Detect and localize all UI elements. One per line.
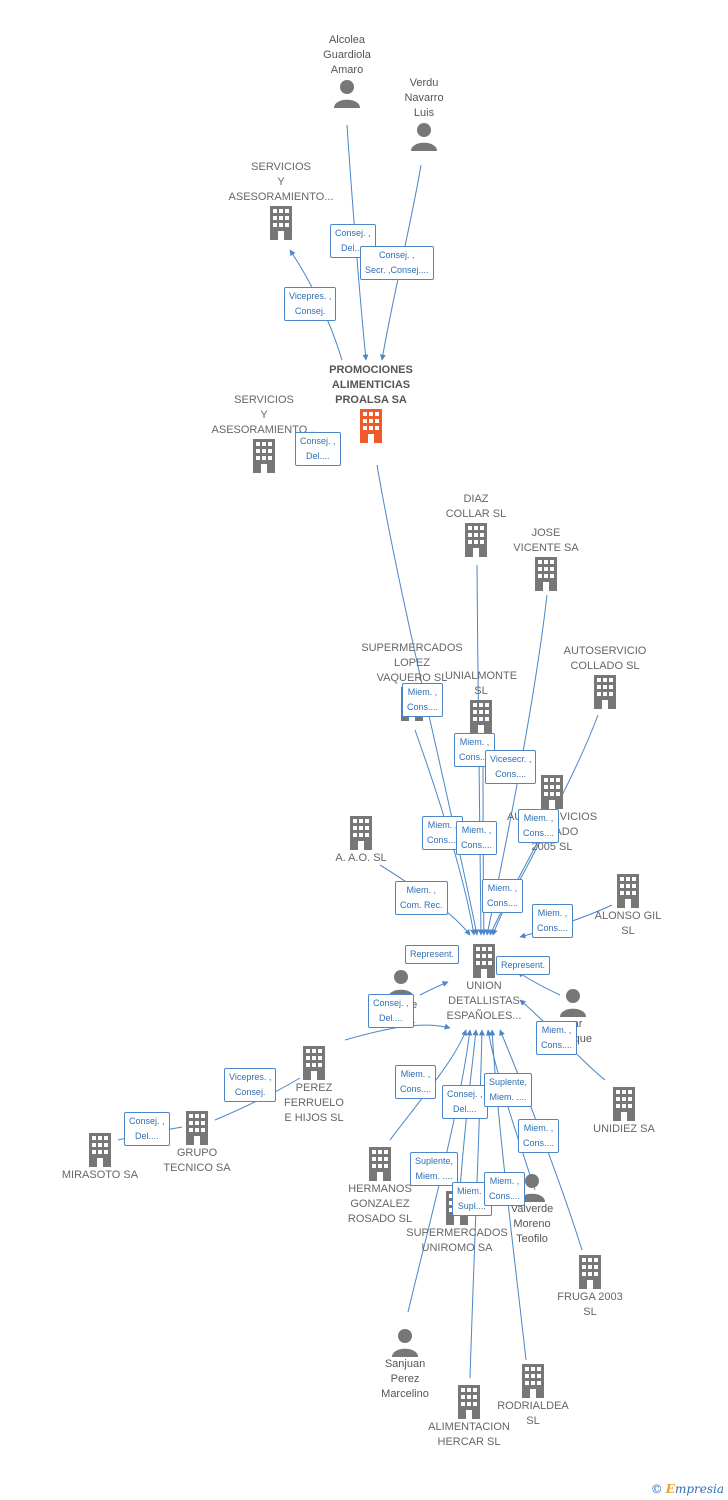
node-hermanos-gonzalez-rosado[interactable]: HERMANOS GONZALEZ ROSADO SL xyxy=(320,1146,440,1227)
relation-label[interactable]: Represent. xyxy=(496,956,551,975)
building-icon xyxy=(473,944,495,978)
person-icon xyxy=(519,1174,545,1202)
node-alcolea-guardiola-amaro[interactable]: Alcolea Guardiola Amaro xyxy=(287,33,407,108)
relation-label[interactable]: Miem. , Cons.... xyxy=(456,821,498,855)
empresia-watermark: ©Empresia xyxy=(651,1482,724,1496)
person-icon xyxy=(560,989,586,1017)
relation-label[interactable]: Miem. , Cons.... xyxy=(395,1065,437,1099)
building-icon xyxy=(535,557,557,591)
node-servicios-asesoramiento-2[interactable]: SERVICIOS Y ASESORAMIENTO... xyxy=(204,393,324,474)
building-icon xyxy=(89,1133,111,1167)
edge-diaz-union xyxy=(476,564,484,936)
edge-josemaria-union xyxy=(419,981,449,996)
building-icon xyxy=(541,775,563,809)
building-icon xyxy=(465,523,487,557)
node-rodrialdea[interactable]: RODRIALDEA SL xyxy=(473,1363,593,1429)
relation-label[interactable]: Consej. , Del.... xyxy=(330,224,376,258)
building-icon xyxy=(253,439,275,473)
relation-label[interactable]: Vicepres. , Consej. xyxy=(224,1068,277,1102)
relation-label[interactable]: Miem. , Cons.... xyxy=(518,1119,560,1153)
node-unidiez[interactable]: UNIDIEZ SA xyxy=(564,1086,684,1137)
node-mirasoto[interactable]: MIRASOTO SA xyxy=(40,1132,160,1183)
building-icon xyxy=(522,1364,544,1398)
relation-label[interactable]: Miem. , Cons.... xyxy=(484,1172,526,1206)
node-fruga-2003[interactable]: FRUGA 2003 SL xyxy=(530,1254,650,1320)
building-icon xyxy=(470,700,492,734)
relation-label[interactable]: Miem. , Cons.... xyxy=(532,904,574,938)
relation-label[interactable]: Consej. , Secr. ,Consej.... xyxy=(360,246,434,280)
building-icon xyxy=(186,1111,208,1145)
node-a-ao[interactable]: A. A.O. SL xyxy=(301,815,421,866)
relation-label[interactable]: Vicesecr. , Cons.... xyxy=(485,750,537,784)
relation-label[interactable]: Consej. , Del.... xyxy=(442,1085,488,1119)
building-icon xyxy=(579,1255,601,1289)
relation-label[interactable]: Represent. xyxy=(405,945,460,964)
brand-name: mpresia xyxy=(674,1482,724,1496)
node-promociones-alimenticias-proalsa[interactable]: PROMOCIONES ALIMENTICIAS PROALSA SA xyxy=(311,363,431,444)
node-perez-ferruelo[interactable]: PEREZ FERRUELO E HIJOS SL xyxy=(254,1045,374,1126)
building-icon xyxy=(594,675,616,709)
node-verdu-navarro-luis[interactable]: Verdu Navarro Luis xyxy=(364,76,484,151)
building-icon xyxy=(303,1046,325,1080)
person-icon xyxy=(334,80,360,108)
building-icon xyxy=(613,1087,635,1121)
relation-label[interactable]: Suplente, Miem. .... xyxy=(410,1152,459,1186)
node-servicios-asesoramiento-1[interactable]: SERVICIOS Y ASESORAMIENTO... xyxy=(221,160,341,241)
node-diaz-collar[interactable]: DIAZ COLLAR SL xyxy=(416,492,536,558)
relation-label[interactable]: Vicepres. , Consej. xyxy=(284,287,337,321)
copyright-symbol: © xyxy=(650,1482,663,1496)
node-jose-vicente[interactable]: JOSE VICENTE SA xyxy=(486,526,606,592)
node-valverde-moreno-teofilo[interactable]: Valverde Moreno Teofilo xyxy=(472,1172,592,1247)
building-icon xyxy=(617,874,639,908)
relation-label[interactable]: Miem. , Cons.... xyxy=(518,809,560,843)
node-autoservicio-collado[interactable]: AUTOSERVICIO COLLADO SL xyxy=(545,644,665,710)
relation-label[interactable]: Miem. , Cons.... xyxy=(536,1021,578,1055)
building-icon xyxy=(350,816,372,850)
relation-label[interactable]: Miem. , Com. Rec. xyxy=(395,881,448,915)
node-sanjuan-perez-marcelino[interactable]: Sanjuan Perez Marcelino xyxy=(345,1327,465,1402)
node-grupo-tecnico[interactable]: GRUPO TECNICO SA xyxy=(137,1110,257,1176)
node-alonso-gil[interactable]: ALONSO GIL SL xyxy=(568,873,688,939)
edge-valverde-union xyxy=(485,1029,536,1191)
building-icon xyxy=(360,409,382,443)
person-icon xyxy=(392,1329,418,1357)
node-alimentacion-hercar[interactable]: ALIMENTACION HERCAR SL xyxy=(409,1384,529,1450)
relation-label[interactable]: Miem. , Cons.... xyxy=(482,879,524,913)
relation-label[interactable]: Consej. , Del.... xyxy=(124,1112,170,1146)
node-union-detallistas[interactable]: UNION DETALLISTAS ESPAÑOLES... xyxy=(424,943,544,1024)
relation-label[interactable]: Suplente, Miem. .... xyxy=(484,1073,533,1107)
person-icon xyxy=(411,123,437,151)
relation-label[interactable]: Consej. , Del.... xyxy=(295,432,341,466)
building-icon xyxy=(458,1385,480,1419)
node-unialmonte[interactable]: UNIALMONTE SL xyxy=(421,669,541,735)
relation-label[interactable]: Miem. , Cons.... xyxy=(402,683,444,717)
brand-initial: E xyxy=(665,1482,675,1496)
relation-label[interactable]: Consej. , Del.... xyxy=(368,994,414,1028)
building-icon xyxy=(369,1147,391,1181)
building-icon xyxy=(270,206,292,240)
